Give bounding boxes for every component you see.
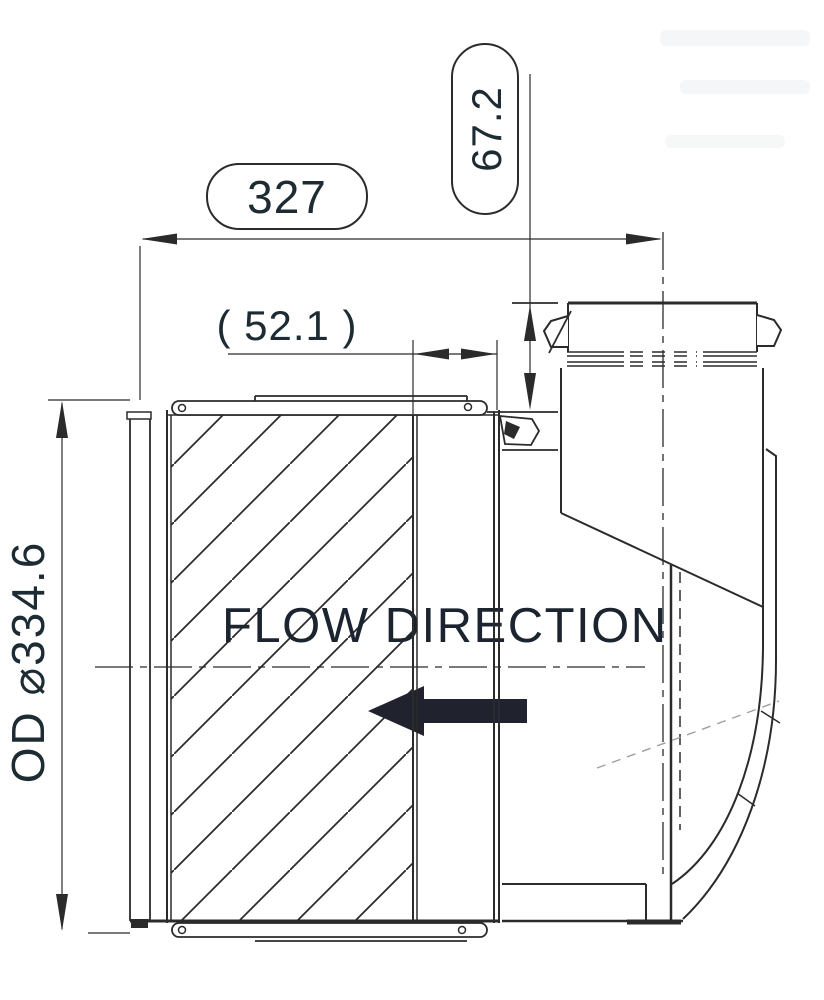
dim-reference-value: ( 52.1 ) [216, 302, 357, 349]
bottom-gasket-lip [171, 922, 488, 938]
junction [487, 411, 558, 451]
elbow-outer-arc [682, 448, 777, 920]
flow-direction-label: FLOW DIRECTION [222, 599, 668, 653]
dim-outlet-offset-value: 67.2 [463, 86, 510, 172]
centerlines [95, 232, 664, 876]
dim-overall-length-value: 327 [247, 171, 327, 223]
dim-outer-diameter-value: OD ⌀334.6 [2, 541, 54, 784]
inlet-band-ring [129, 416, 151, 921]
scan-artifacts [660, 30, 810, 148]
cone-edge [560, 512, 764, 608]
canister-body [126, 395, 500, 942]
top-gasket-lip [171, 400, 488, 416]
dim-balloon [451, 43, 519, 215]
flow-direction-arrow [368, 686, 527, 736]
dim-outer-diameter: OD ⌀334.6 [2, 399, 130, 934]
clamp-tab-left [542, 315, 569, 348]
dim-outlet-offset: 67.2 [451, 43, 558, 410]
dim-balloon [206, 163, 368, 230]
dim-reference-length: ( 52.1 ) [216, 302, 498, 414]
clamp-tab-right [756, 314, 783, 347]
elbow-inner-arc [671, 368, 764, 885]
dim-overall-length: 327 [139, 163, 662, 400]
